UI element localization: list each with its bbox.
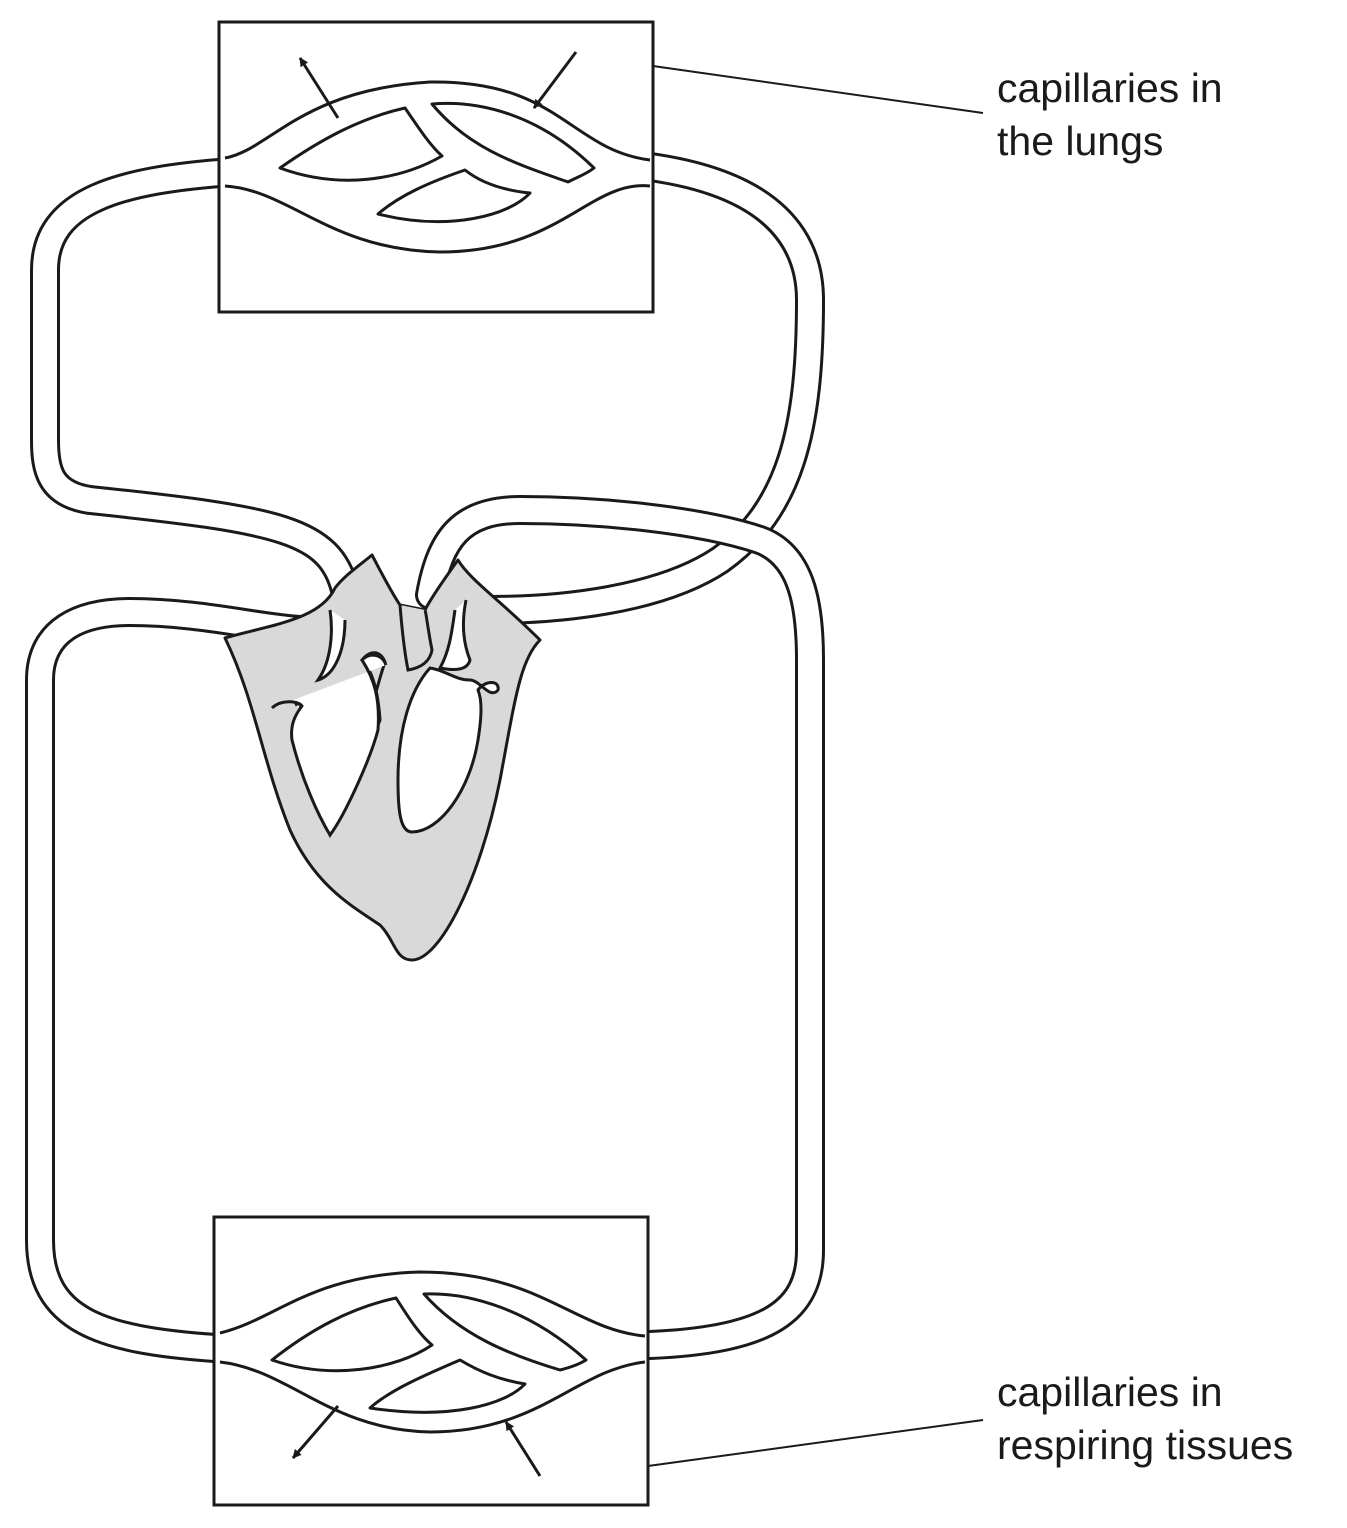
arrow-in-icon bbox=[532, 51, 578, 109]
tissues-leader-line bbox=[647, 1419, 984, 1467]
lungs-leader-line bbox=[652, 65, 984, 114]
lungs-capillary-box bbox=[217, 20, 655, 314]
tissues-label-line1: capillaries in bbox=[997, 1369, 1223, 1415]
arrow-out-icon bbox=[291, 1405, 340, 1459]
lungs-capillaries-label: capillaries in the lungs bbox=[997, 62, 1223, 168]
tissues-capillaries-label: capillaries in respiring tissues bbox=[997, 1366, 1293, 1472]
tissues-label-line2: respiring tissues bbox=[997, 1422, 1294, 1468]
arrow-in-icon bbox=[504, 1421, 542, 1477]
arrow-out-icon bbox=[298, 57, 340, 119]
blood-vessels bbox=[25, 148, 825, 1363]
heart bbox=[223, 553, 542, 962]
tissues-capillary-box bbox=[212, 1215, 650, 1507]
lungs-label-line1: capillaries in bbox=[997, 65, 1223, 111]
lungs-label-line2: the lungs bbox=[997, 118, 1164, 164]
